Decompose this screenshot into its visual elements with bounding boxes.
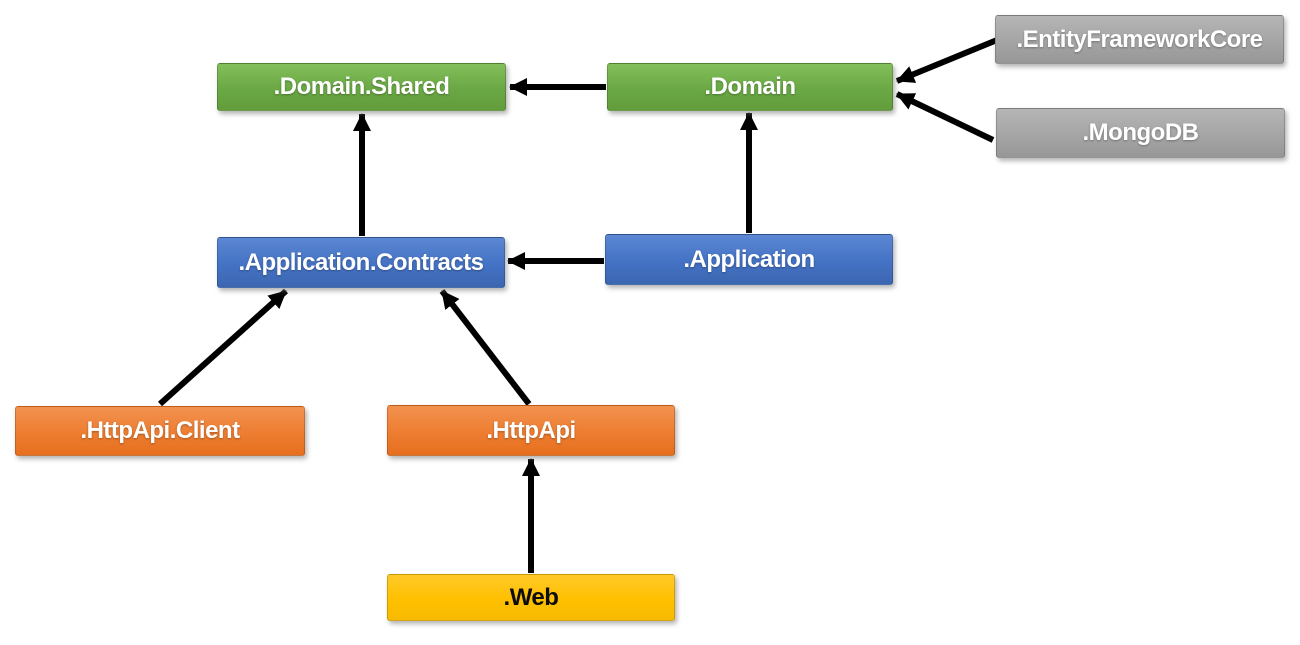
node-httpapi-label: .HttpApi <box>486 416 576 444</box>
node-domain-label: .Domain <box>704 73 796 100</box>
node-domain-shared: .Domain.Shared <box>217 63 506 111</box>
edge-httpapi-client-to-application-contracts <box>157 288 289 407</box>
node-domain-shared-label: .Domain.Shared <box>273 73 450 100</box>
node-entity-framework-core: .EntityFrameworkCore <box>995 15 1284 64</box>
node-mongodb-label: .MongoDB <box>1082 119 1199 146</box>
node-httpapi: .HttpApi <box>387 405 675 456</box>
node-httpapi-client: .HttpApi.Client <box>15 406 305 456</box>
node-application: .Application <box>605 234 893 285</box>
node-mongodb: .MongoDB <box>996 108 1285 158</box>
node-httpapi-client-label: .HttpApi.Client <box>80 417 240 444</box>
edge-httpapi-to-application-contracts <box>439 289 532 406</box>
node-web: .Web <box>387 574 675 621</box>
node-application-contracts-label: .Application.Contracts <box>238 248 484 276</box>
node-application-label: .Application <box>683 245 815 273</box>
node-application-contracts: .Application.Contracts <box>217 237 505 288</box>
edge-mongodb-to-domain <box>895 91 995 143</box>
node-web-label: .Web <box>503 583 559 611</box>
node-domain: .Domain <box>607 63 893 111</box>
edge-entity-framework-core-to-domain <box>895 37 999 84</box>
node-entity-framework-core-label: .EntityFrameworkCore <box>1016 25 1263 53</box>
